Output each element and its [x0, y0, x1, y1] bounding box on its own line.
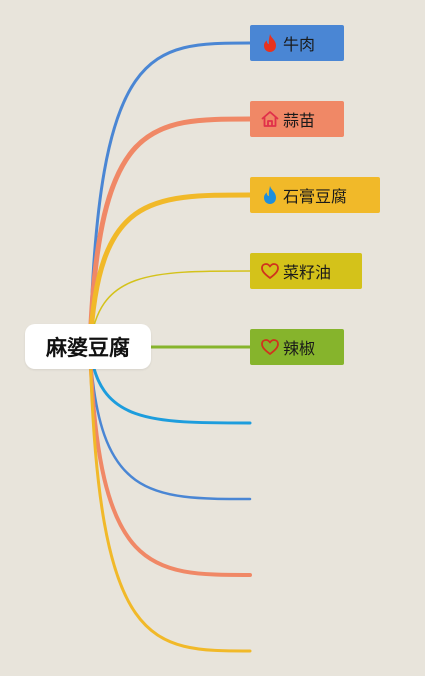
branch-node-label: 蒜苗: [283, 111, 316, 130]
branch-node-oil[interactable]: 菜籽油: [250, 253, 362, 289]
home-icon: [260, 109, 280, 129]
branch-node-label: 菜籽油: [283, 263, 332, 282]
branch-node-garlic[interactable]: 蒜苗: [250, 101, 344, 137]
root-node[interactable]: 麻婆豆腐: [25, 324, 151, 369]
branch-node-label: 石膏豆腐: [283, 187, 348, 206]
connector-empty-4: [88, 345, 252, 653]
fire-icon: [260, 33, 280, 53]
connector-empty-1: [88, 345, 252, 425]
connector-empty-2: [88, 345, 252, 501]
branch-node-label: 辣椒: [283, 339, 316, 358]
branch-node-pepper[interactable]: 辣椒: [250, 329, 344, 365]
connector-tofu: [87, 192, 253, 350]
heart-icon: [260, 337, 280, 357]
heart-icon: [260, 261, 280, 281]
connector-garlic: [87, 116, 253, 350]
drop-icon: [260, 185, 280, 205]
root-node-label: 麻婆豆腐: [46, 335, 130, 360]
connector-oil: [89, 270, 251, 348]
branch-node-label: 牛肉: [283, 35, 316, 54]
connector-beef: [88, 41, 252, 349]
branch-node-tofu[interactable]: 石膏豆腐: [250, 177, 380, 213]
connector-empty-3: [88, 345, 252, 577]
branch-node-beef[interactable]: 牛肉: [250, 25, 344, 61]
